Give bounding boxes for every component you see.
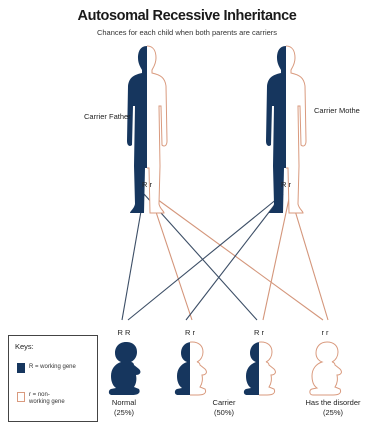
child-status-disorder: Has the disorder <box>298 398 368 407</box>
child-genotype-1: R R <box>110 328 138 337</box>
dominant-key-text: R = working gene <box>29 364 91 371</box>
child-figure-Rr-2 <box>244 342 276 395</box>
child-figure-RR <box>109 342 141 395</box>
child-status-normal: Normal <box>100 398 148 407</box>
key-legend: Keys: R = working gene r = non-working g… <box>8 335 98 422</box>
mother-label: Carrier Mothe <box>314 106 360 115</box>
mother-genotype: R r <box>273 180 299 189</box>
key-title: Keys: <box>15 342 34 351</box>
child-figure-rr <box>310 342 342 395</box>
child-genotype-2: R r <box>176 328 204 337</box>
child-genotype-4: r r <box>311 328 339 337</box>
carrier-chance: (50%) <box>200 408 248 417</box>
child-chance-normal: (25%) <box>100 408 148 417</box>
child-figure-Rr-1 <box>175 342 207 395</box>
dominant-swatch <box>17 363 25 373</box>
carrier-status: Carrier <box>200 398 248 407</box>
father-label: Carrier Father <box>84 112 131 121</box>
child-genotype-3: R r <box>245 328 273 337</box>
father-genotype: R r <box>134 180 160 189</box>
recessive-swatch <box>17 392 25 402</box>
recessive-key-text: r = non-working gene <box>29 392 69 406</box>
child-chance-disorder: (25%) <box>298 408 368 417</box>
